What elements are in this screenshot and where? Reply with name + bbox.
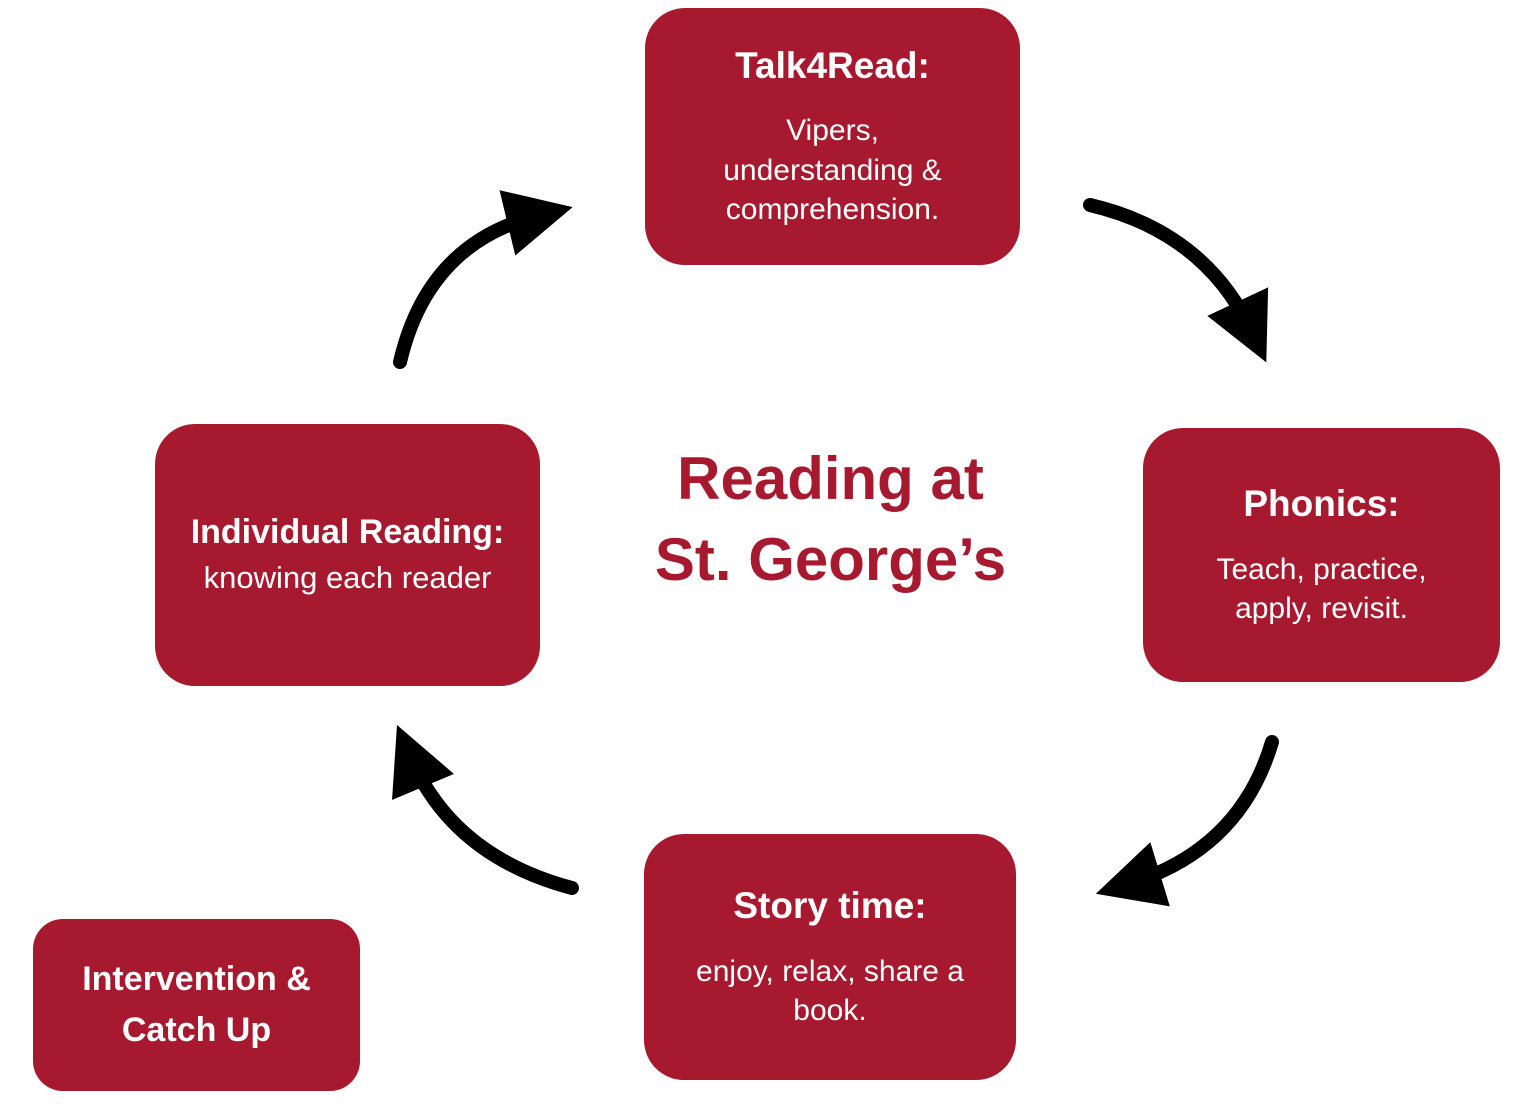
individual-reading-body: knowing each reader (203, 559, 492, 595)
diagram-title: Reading at St. George’s (654, 445, 1007, 593)
arrow-bottom-to-left (392, 725, 579, 895)
node-individual-reading: Individual Reading: knowing each reader (155, 424, 540, 686)
intervention-heading: Intervention & Catch Up (82, 960, 311, 1049)
talk4read-body: Vipers, understanding & comprehension. (723, 114, 942, 227)
arrow-right-to-bottom (1095, 735, 1279, 907)
phonics-heading: Phonics: (1243, 483, 1400, 525)
talk4read-heading: Talk4Read: (735, 44, 930, 86)
node-storytime: Story time: enjoy, relax, share a book. (644, 834, 1016, 1080)
individual-reading-heading: Individual Reading: (190, 513, 505, 552)
node-phonics: Phonics: Teach, practice, apply, revisit… (1143, 428, 1500, 682)
node-talk4read: Talk4Read: Vipers, understanding & compr… (645, 8, 1020, 265)
node-intervention-catch-up: Intervention & Catch Up (33, 919, 360, 1091)
storytime-heading: Story time: (733, 885, 927, 927)
arrow-top-to-right (1083, 198, 1269, 363)
phonics-body: Teach, practice, apply, revisit. (1216, 552, 1427, 626)
storytime-body: enjoy, relax, share a book. (696, 954, 964, 1028)
arrow-left-to-top (393, 190, 573, 369)
